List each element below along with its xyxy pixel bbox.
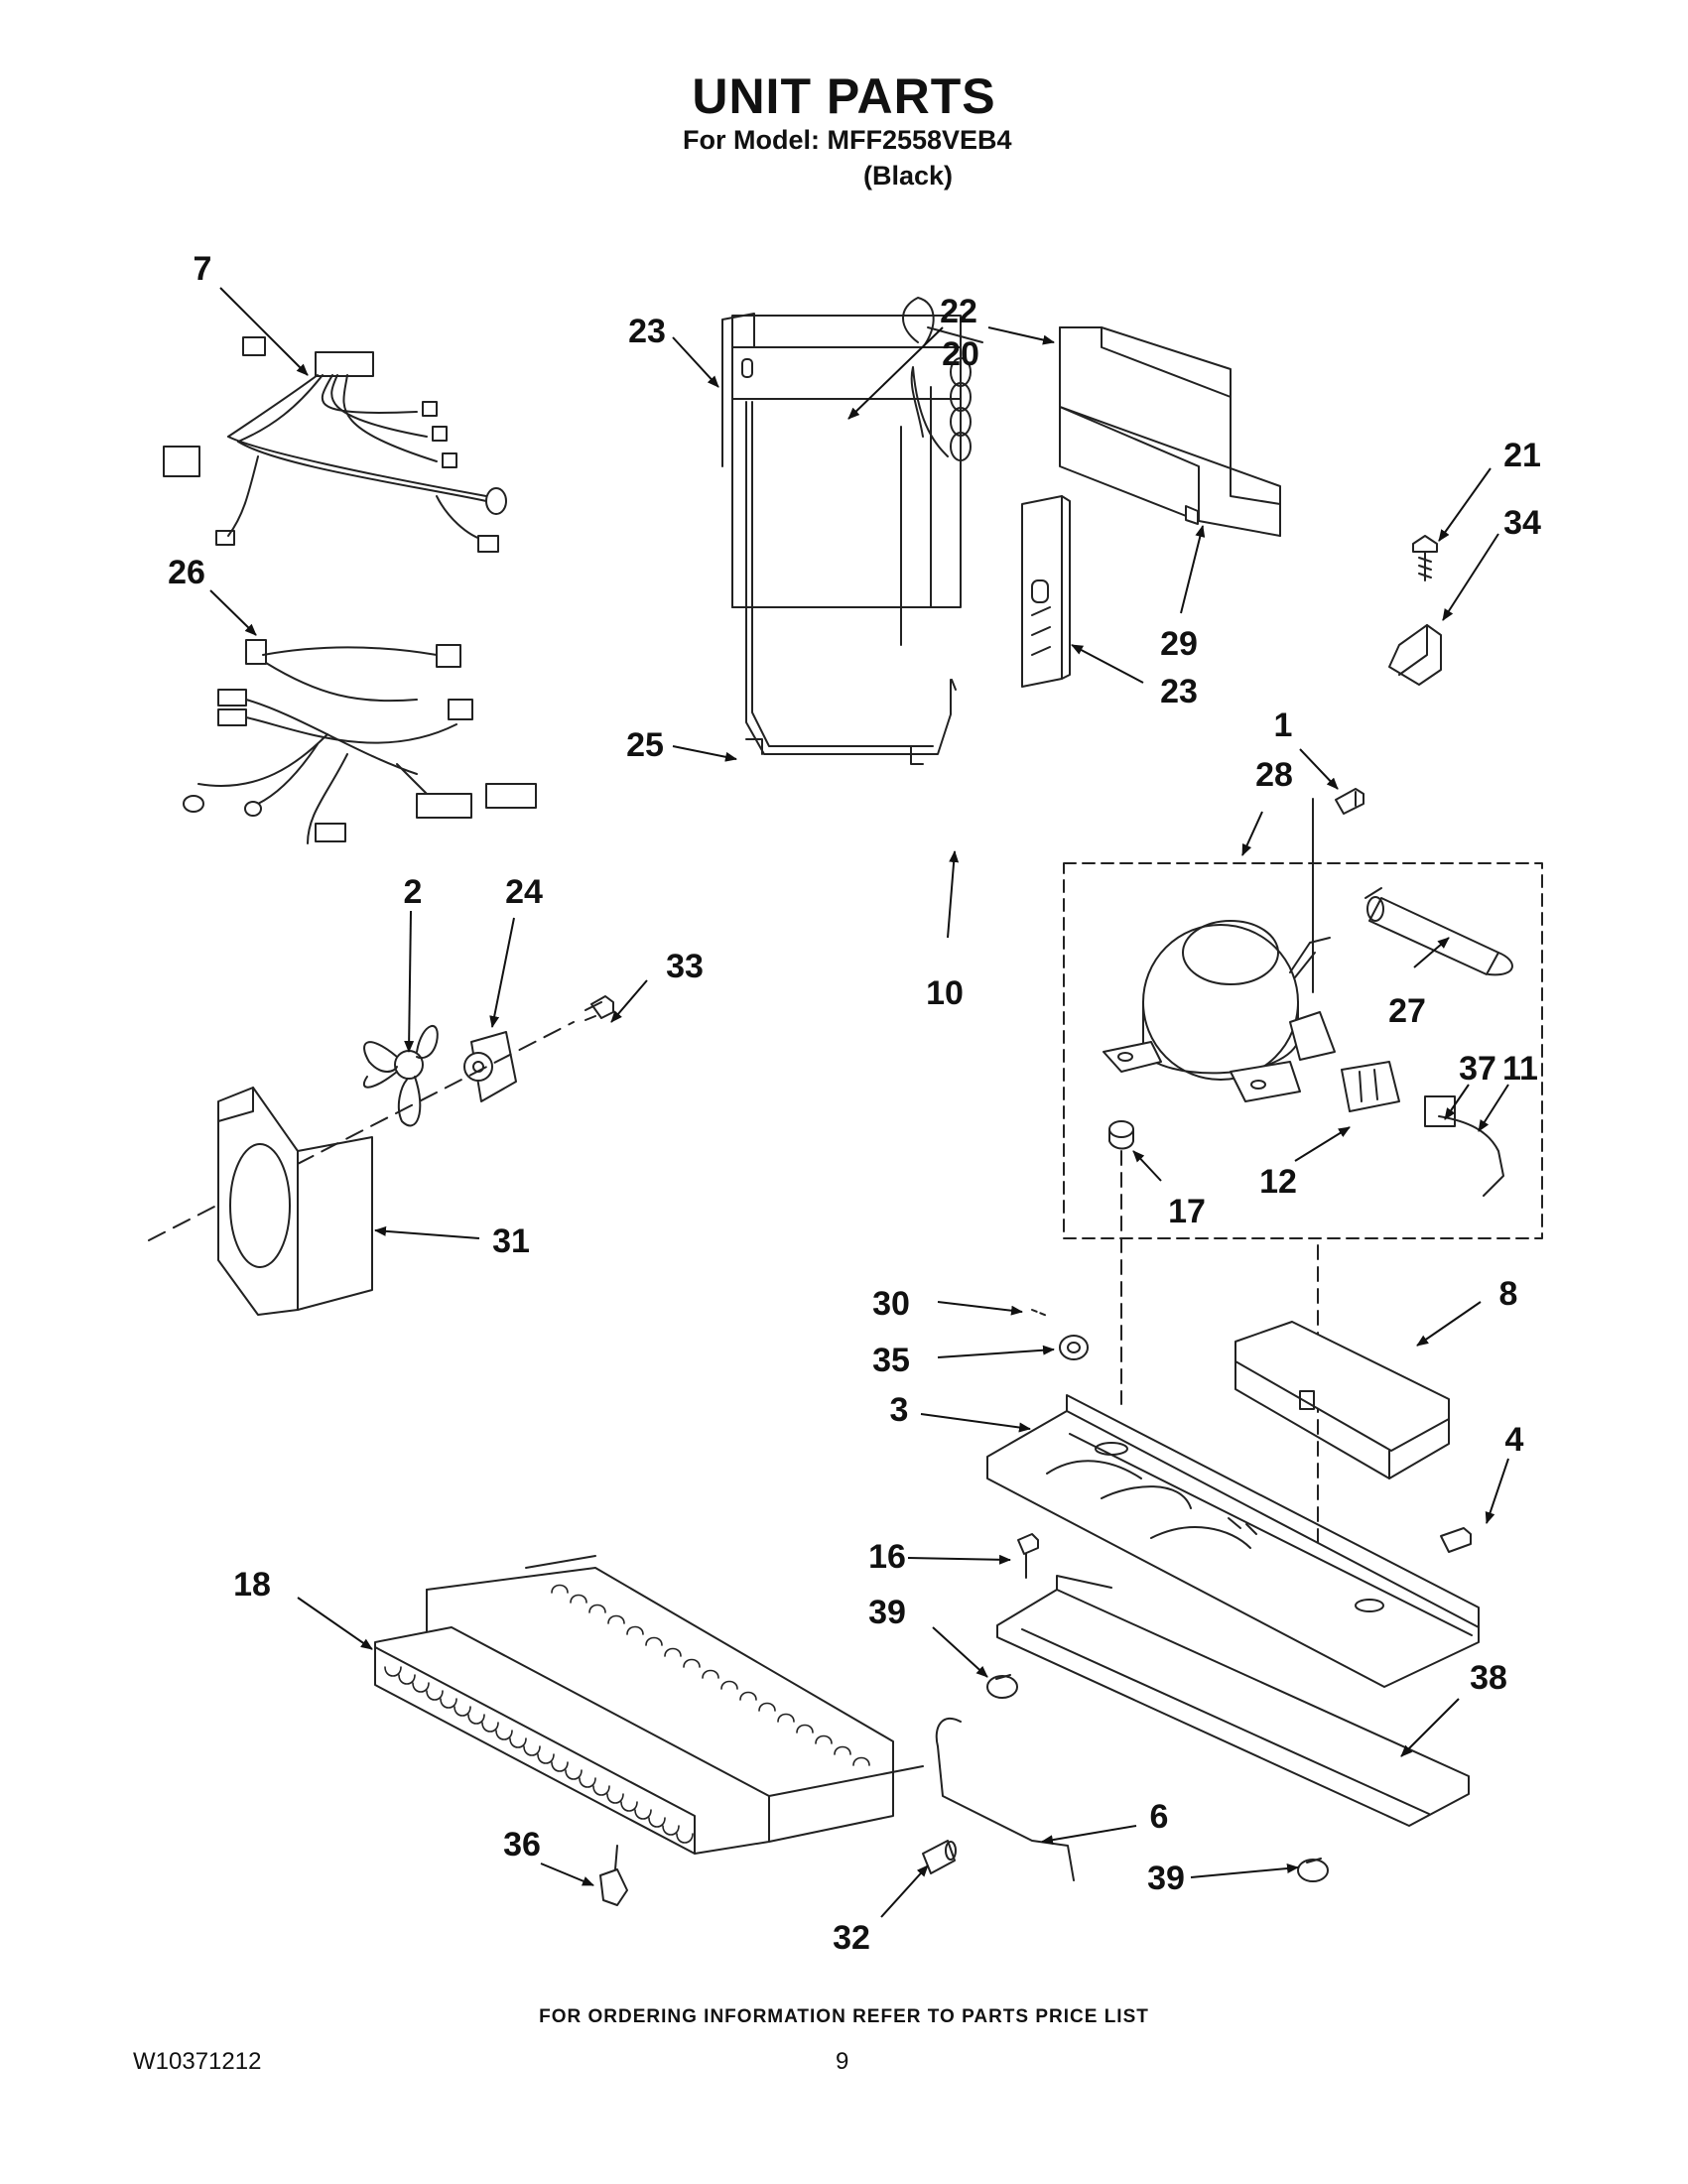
bracket-23-right bbox=[1021, 495, 1071, 688]
bracket-34 bbox=[1388, 624, 1442, 686]
base-plate-3 bbox=[986, 1394, 1480, 1688]
screw-33 bbox=[584, 995, 614, 1021]
callout-21: 21 bbox=[1503, 437, 1541, 474]
callout-28: 28 bbox=[1255, 756, 1293, 794]
document-number: W10371212 bbox=[133, 2048, 262, 2075]
drain-pan-38 bbox=[996, 1575, 1470, 1827]
callout-36: 36 bbox=[503, 1826, 541, 1863]
callout-29: 29 bbox=[1160, 625, 1198, 663]
compressor-group-28 bbox=[1063, 862, 1543, 1239]
ordering-note: FOR ORDERING INFORMATION REFER TO PARTS … bbox=[539, 2006, 1149, 2027]
screw-1 bbox=[1335, 788, 1364, 815]
callout-8: 8 bbox=[1499, 1275, 1518, 1313]
callout-12: 12 bbox=[1259, 1163, 1297, 1201]
model-number: For Model: MFF2558VEB4 bbox=[683, 125, 1012, 155]
evaporator-cover-20 bbox=[1059, 326, 1281, 537]
callout-4: 4 bbox=[1505, 1421, 1524, 1459]
callout-22: 22 bbox=[940, 293, 977, 330]
callout-31: 31 bbox=[492, 1222, 530, 1260]
filter-drier-27 bbox=[1364, 887, 1513, 976]
callout-20: 20 bbox=[942, 335, 979, 373]
evaporator-22 bbox=[731, 297, 983, 646]
callout-37: 37 bbox=[1459, 1050, 1496, 1088]
callout-1: 1 bbox=[1274, 707, 1293, 744]
callout-25: 25 bbox=[626, 726, 664, 764]
screw-4 bbox=[1440, 1527, 1472, 1553]
callout-18: 18 bbox=[233, 1566, 271, 1604]
callout-17: 17 bbox=[1168, 1193, 1206, 1230]
callout-3: 3 bbox=[890, 1391, 909, 1429]
condenser-coil-18 bbox=[374, 1555, 924, 1855]
callout-39-bottom: 39 bbox=[1147, 1860, 1185, 1897]
grommet-17 bbox=[1108, 1120, 1134, 1150]
pin-30 bbox=[1031, 1309, 1048, 1317]
callout-38: 38 bbox=[1470, 1659, 1507, 1697]
callout-2: 2 bbox=[404, 873, 423, 911]
grommet-32 bbox=[922, 1840, 957, 1874]
wire-harness-7 bbox=[163, 336, 507, 553]
callout-33: 33 bbox=[666, 948, 704, 985]
callout-35: 35 bbox=[872, 1342, 910, 1379]
callout-16: 16 bbox=[868, 1538, 906, 1576]
fan-motor-24 bbox=[463, 1031, 517, 1102]
callout-39-top: 39 bbox=[868, 1594, 906, 1631]
page-number: 9 bbox=[836, 2048, 849, 2075]
callout-6: 6 bbox=[1150, 1798, 1169, 1836]
foot-39b bbox=[1297, 1858, 1329, 1882]
callout-30: 30 bbox=[872, 1285, 910, 1323]
cord-11 bbox=[1438, 1115, 1504, 1197]
clip-36 bbox=[599, 1845, 628, 1906]
clip-29 bbox=[1185, 505, 1199, 525]
fan-blade-2 bbox=[362, 1025, 439, 1127]
relay-12 bbox=[1341, 1061, 1400, 1112]
callout-11: 11 bbox=[1502, 1050, 1538, 1088]
page-title: UNIT PARTS bbox=[692, 68, 996, 124]
screw-16 bbox=[1017, 1533, 1039, 1579]
callout-34: 34 bbox=[1503, 504, 1541, 542]
tube-6 bbox=[935, 1717, 1075, 1881]
callout-32: 32 bbox=[833, 1919, 870, 1957]
grommet-35 bbox=[1059, 1335, 1089, 1360]
callout-23-right: 23 bbox=[1160, 673, 1198, 710]
compressor bbox=[1103, 798, 1336, 1102]
callout-27: 27 bbox=[1388, 992, 1426, 1030]
fan-shroud-31 bbox=[217, 1087, 373, 1316]
screw-21 bbox=[1412, 535, 1438, 581]
model-color: (Black) bbox=[863, 161, 954, 191]
callout-23-left: 23 bbox=[628, 313, 666, 350]
callout-7: 7 bbox=[194, 250, 212, 288]
control-box-8 bbox=[1234, 1321, 1450, 1479]
wire-harness-26 bbox=[183, 639, 537, 844]
callout-10: 10 bbox=[926, 974, 964, 1012]
foot-39a bbox=[986, 1674, 1018, 1699]
callout-26: 26 bbox=[168, 554, 205, 591]
bracket-23-left bbox=[721, 313, 755, 467]
callout-24: 24 bbox=[505, 873, 543, 911]
drain-heater-25-10 bbox=[745, 401, 957, 765]
